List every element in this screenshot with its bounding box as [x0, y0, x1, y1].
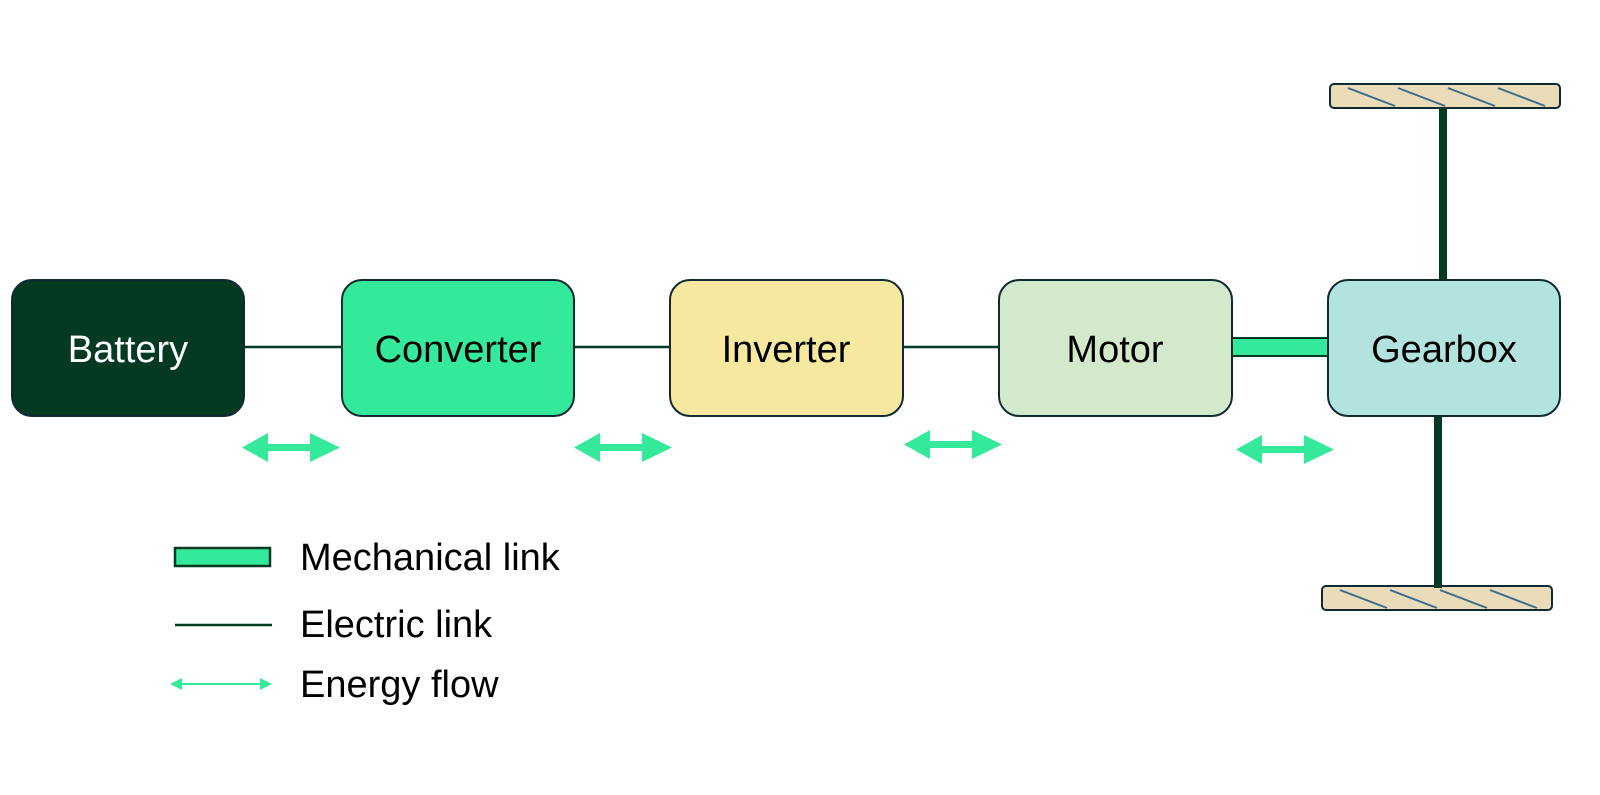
energy-flow-arrow-2 [574, 433, 672, 462]
ground-support-bottom [1321, 585, 1553, 611]
gearbox-shaft-bottom [1434, 412, 1442, 588]
gearbox-label: Gearbox [1371, 329, 1517, 371]
legend-electric-label: Electric link [300, 604, 493, 646]
inverter-label: Inverter [722, 329, 851, 371]
inverter-box [669, 279, 904, 417]
legend-energy-swatch [170, 678, 272, 690]
gearbox-box [1327, 279, 1561, 417]
motor-label: Motor [1066, 329, 1163, 371]
energy-flow-arrow-1 [242, 433, 340, 462]
gearbox-block: Gearbox [1327, 279, 1561, 417]
converter-box [341, 279, 575, 417]
legend-mechanical-swatch [173, 546, 272, 568]
ground-support-top [1329, 83, 1561, 109]
converter-label: Converter [375, 329, 542, 371]
legend: Mechanical link Electric link Energy flo… [170, 537, 561, 706]
battery-block: Battery [11, 279, 245, 417]
energy-flow-arrow-3 [904, 430, 1002, 459]
motor-block: Motor [998, 279, 1233, 417]
motor-box [998, 279, 1233, 417]
inverter-block: Inverter [669, 279, 904, 417]
legend-energy-label: Energy flow [300, 664, 499, 706]
battery-label: Battery [68, 329, 188, 371]
energy-flow-arrow-4 [1236, 435, 1334, 464]
gearbox-shaft-top [1439, 108, 1447, 280]
battery-box [11, 279, 245, 417]
legend-mechanical-label: Mechanical link [300, 537, 561, 579]
converter-block: Converter [341, 279, 575, 417]
mechanical-link-motor-gearbox [1231, 337, 1329, 357]
